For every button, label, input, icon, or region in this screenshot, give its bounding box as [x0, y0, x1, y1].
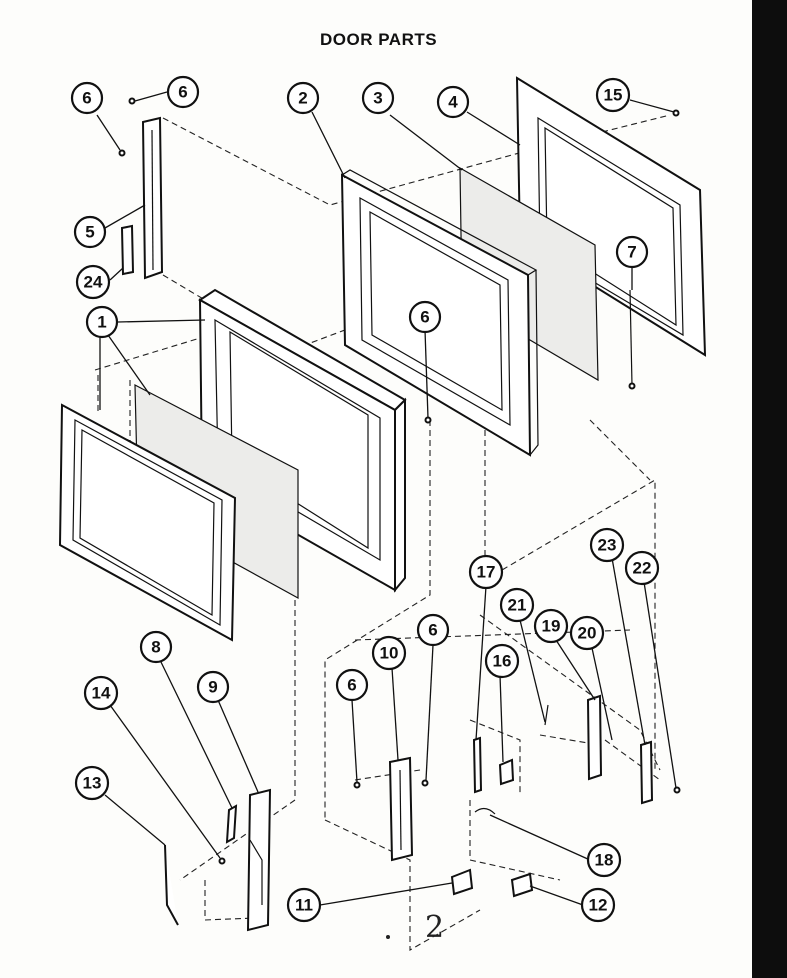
callout-label: 20 [578, 624, 597, 643]
callout-13: 13 [74, 765, 110, 801]
callout-17: 17 [468, 554, 504, 590]
callout-6-lower: 6 [416, 613, 450, 647]
callout-label: 8 [151, 638, 160, 657]
callout-label: 11 [295, 896, 313, 915]
callout-label: 16 [493, 652, 512, 671]
callout-20: 20 [569, 615, 605, 651]
hinge-bracket [141, 116, 164, 280]
callout-label: 13 [83, 774, 102, 793]
screw-parts [118, 97, 681, 865]
callout-label: 10 [380, 644, 399, 663]
callout-label: 17 [477, 563, 496, 582]
callout-6-lower-left: 6 [335, 668, 369, 702]
door-frame-assembly [198, 288, 407, 593]
callout-label: 2 [298, 89, 307, 108]
handwritten-page-mark: 2 [425, 910, 445, 945]
callout-6-top-left: 6 [70, 81, 104, 115]
callout-15: 15 [595, 77, 631, 113]
callout-label: 1 [97, 313, 106, 332]
callout-label: 4 [448, 93, 458, 112]
callout-22: 22 [624, 550, 660, 586]
callout-label: 24 [84, 273, 103, 292]
callout-label: 5 [85, 223, 94, 242]
scan-edge-shadow [752, 0, 787, 978]
ink-dot [386, 935, 390, 939]
callout-label: 21 [508, 596, 527, 615]
callout-label: 19 [542, 617, 561, 636]
assembly-guide-lines [94, 114, 671, 951]
callout-24: 24 [75, 264, 111, 300]
callout-14: 14 [83, 675, 119, 711]
latch-rod [164, 844, 179, 926]
callout-label: 6 [178, 83, 187, 102]
callout-9: 9 [196, 670, 230, 704]
callout-label: 6 [82, 89, 91, 108]
callout-label: 3 [373, 89, 382, 108]
callout-3: 3 [361, 81, 395, 115]
callout-23: 23 [589, 527, 625, 563]
callout-6-center: 6 [408, 300, 442, 334]
callout-11: 11 [286, 887, 322, 923]
callout-7: 7 [615, 235, 649, 269]
callout-18: 18 [586, 842, 622, 878]
callout-12: 12 [580, 887, 616, 923]
diagram-title: DOOR PARTS [320, 30, 438, 49]
small-bracket [120, 224, 135, 276]
callout-leader-lines [96, 91, 677, 906]
outer-door-panel [515, 76, 707, 357]
callout-6-top: 6 [166, 75, 200, 109]
callout-1: 1 [85, 305, 119, 339]
switch-blocks [450, 868, 534, 898]
callout-label: 6 [420, 308, 429, 327]
front-door-frame [58, 403, 237, 642]
callout-label: 7 [627, 243, 636, 262]
handle-bracket-parts [225, 788, 272, 932]
callout-16: 16 [484, 643, 520, 679]
latch-plate [388, 756, 414, 862]
latch-mechanism-parts [472, 694, 654, 815]
callout-label: 14 [92, 684, 111, 703]
callout-label: 6 [347, 676, 356, 695]
callout-label: 9 [208, 678, 217, 697]
callout-21: 21 [499, 587, 535, 623]
callout-2: 2 [286, 81, 320, 115]
callout-4: 4 [436, 85, 470, 119]
callout-label: 18 [595, 851, 614, 870]
callout-8: 8 [139, 630, 173, 664]
callout-label: 22 [633, 559, 652, 578]
callout-label: 23 [598, 536, 617, 555]
callout-label: 6 [428, 621, 437, 640]
callout-10: 10 [371, 635, 407, 671]
callout-label: 15 [604, 86, 623, 105]
callout-5: 5 [73, 215, 107, 249]
callout-label: 12 [589, 896, 608, 915]
callout-19: 19 [533, 608, 569, 644]
